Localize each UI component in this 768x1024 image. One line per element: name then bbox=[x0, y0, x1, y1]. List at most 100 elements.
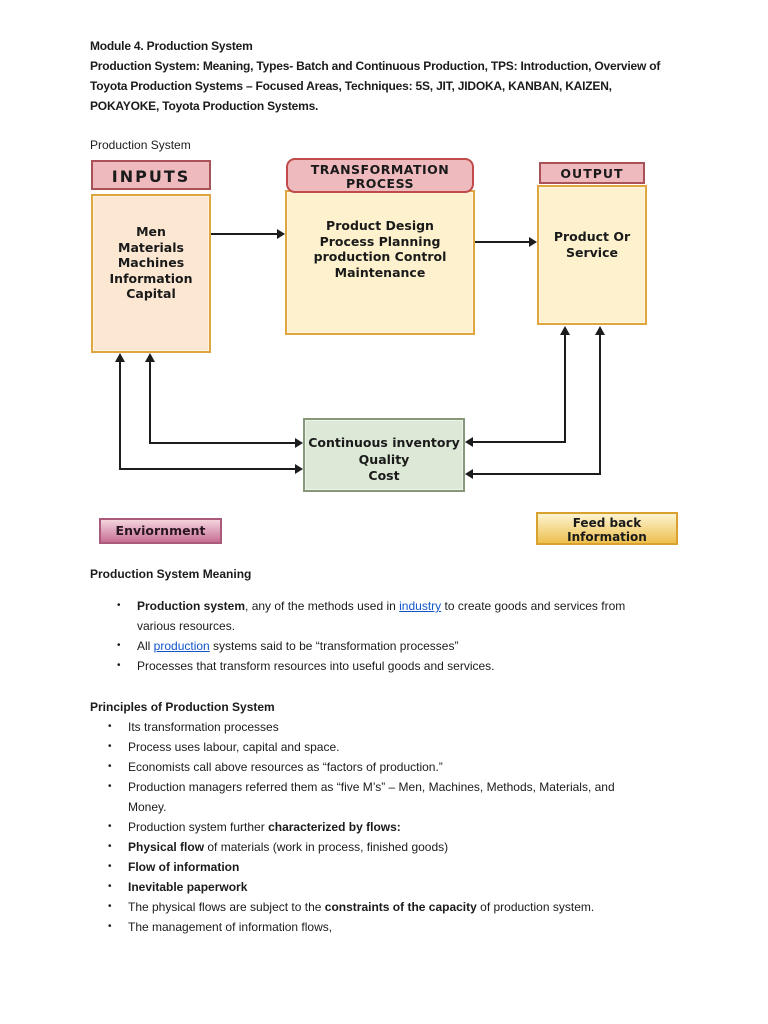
box-line: Maintenance bbox=[334, 264, 426, 280]
list-item-text: Inevitable paperwork bbox=[128, 877, 668, 897]
box-line: Cost bbox=[368, 468, 400, 483]
list-item: • The management of information flows, bbox=[90, 917, 692, 937]
text-run: The management of information flows, bbox=[128, 920, 333, 934]
box-line: Product Design bbox=[326, 218, 434, 233]
box-line: Product Or bbox=[553, 229, 631, 244]
list-item: • All production systems said to be “tran… bbox=[90, 636, 692, 656]
box-line: Service bbox=[566, 244, 618, 260]
bullet-icon: • bbox=[108, 841, 112, 852]
list-item-text: All production systems said to be “trans… bbox=[137, 636, 677, 656]
list-item: • Physical flow of materials (work in pro… bbox=[90, 837, 692, 857]
link-industry[interactable]: industry bbox=[399, 599, 442, 613]
arrowhead-icon bbox=[277, 229, 285, 239]
text-run: Production system further bbox=[128, 820, 269, 834]
connector-line bbox=[149, 361, 151, 444]
output-header: OUTPUT bbox=[539, 162, 645, 184]
bullet-icon: • bbox=[117, 640, 121, 651]
arrowhead-icon bbox=[560, 326, 570, 335]
connector-line bbox=[473, 441, 566, 443]
connector-line bbox=[119, 468, 295, 470]
list-item: • Its transformation processes bbox=[90, 717, 692, 737]
box-line: production Control bbox=[313, 249, 447, 264]
connector-line bbox=[473, 473, 601, 475]
text-run: The physical flows are subject to the bbox=[128, 900, 325, 914]
text-run: Process uses labour, capital and space. bbox=[128, 740, 340, 754]
doc-title: Module 4. Production System bbox=[90, 39, 253, 53]
text-run: of materials (work in process, finished … bbox=[204, 840, 449, 854]
connector-line bbox=[149, 442, 295, 444]
text-run: Inevitable paperwork bbox=[128, 880, 248, 894]
doc-topics: Production System: Meaning, Types- Batch… bbox=[90, 59, 661, 113]
text-run: Production system bbox=[137, 599, 246, 613]
bullet-icon: • bbox=[108, 861, 112, 872]
connector-line bbox=[599, 334, 601, 474]
text-run: Flow of information bbox=[128, 860, 240, 874]
box-line: Information bbox=[567, 530, 647, 544]
connector-line bbox=[475, 241, 529, 243]
bullet-icon: • bbox=[108, 721, 112, 732]
list-item-text: Its transformation processes bbox=[128, 717, 668, 737]
list-item: • Flow of information bbox=[90, 857, 692, 877]
list-item-text: Processes that transform resources into … bbox=[137, 656, 677, 676]
box-line: Capital bbox=[126, 286, 176, 301]
text-run: Production managers referred them as “fi… bbox=[128, 780, 615, 814]
bullet-list: •Its transformation processes•Process us… bbox=[90, 717, 692, 937]
transformation-header: TRANSFORMATION PROCESS bbox=[286, 158, 474, 193]
link-production[interactable]: production bbox=[153, 639, 210, 653]
section-heading: Production System Meaning bbox=[90, 567, 252, 581]
text-run: Its transformation processes bbox=[128, 720, 279, 734]
bullet-icon: • bbox=[117, 660, 121, 671]
list-item-text: Process uses labour, capital and space. bbox=[128, 737, 668, 757]
bullet-icon: • bbox=[117, 600, 121, 611]
list-item: • Processes that transform resources into… bbox=[90, 656, 692, 676]
bullet-icon: • bbox=[108, 881, 112, 892]
text-run: All bbox=[137, 639, 154, 653]
connector-line bbox=[211, 233, 277, 235]
text-run: , any of the methods used in bbox=[245, 599, 400, 613]
list-item-text: Physical flow of materials (work in proc… bbox=[128, 837, 668, 857]
list-item-text: Flow of information bbox=[128, 857, 668, 877]
text-run: to create goods and services from variou… bbox=[137, 599, 626, 633]
environment-box: Enviornment bbox=[99, 518, 222, 544]
list-item: •Production system further characterized… bbox=[90, 817, 692, 837]
list-item-text: Production system further characterized … bbox=[128, 817, 668, 837]
text-run: Processes that transform resources into … bbox=[137, 659, 495, 673]
list-item: •Economists call above resources as “fac… bbox=[90, 757, 692, 777]
list-item-text: Economists call above resources as “fact… bbox=[128, 757, 668, 777]
inputs-header: INPUTS bbox=[91, 160, 211, 190]
arrowhead-icon bbox=[145, 353, 155, 362]
box-line: Process Planning bbox=[319, 233, 441, 249]
arrowhead-icon bbox=[465, 469, 473, 479]
connector-line bbox=[119, 361, 121, 470]
text-run: systems said to be “transformation proce… bbox=[209, 639, 459, 653]
list-item: • Production system, any of the methods u… bbox=[90, 596, 692, 636]
text-run: Economists call above resources as “fact… bbox=[128, 760, 443, 774]
connector-line bbox=[564, 334, 566, 442]
arrowhead-icon bbox=[295, 464, 303, 474]
text-run: Physical flow bbox=[128, 840, 205, 854]
list-item-text: Production managers referred them as “fi… bbox=[128, 777, 668, 817]
section: Production System Meaning • Production sys… bbox=[90, 564, 692, 676]
list-item: • Inevitable paperwork bbox=[90, 877, 692, 897]
list-item: • Production managers referred them as “f… bbox=[90, 777, 692, 817]
box-line: Men bbox=[136, 224, 166, 239]
bullet-icon: • bbox=[108, 921, 112, 932]
arrowhead-icon bbox=[465, 437, 473, 447]
doc-sections: Production System Meaning•Production sys… bbox=[90, 564, 692, 937]
box-line: Quality bbox=[358, 451, 410, 467]
list-item-text: Production system, any of the methods us… bbox=[137, 596, 677, 636]
bullet-list: • Production system, any of the methods u… bbox=[90, 596, 692, 676]
diagram-caption: Production System bbox=[90, 138, 191, 152]
box-line: Feed back bbox=[572, 516, 642, 530]
list-item-text: The management of information flows, bbox=[128, 917, 668, 937]
list-item: •Process uses labour, capital and space. bbox=[90, 737, 692, 757]
bullet-icon: • bbox=[108, 781, 112, 792]
